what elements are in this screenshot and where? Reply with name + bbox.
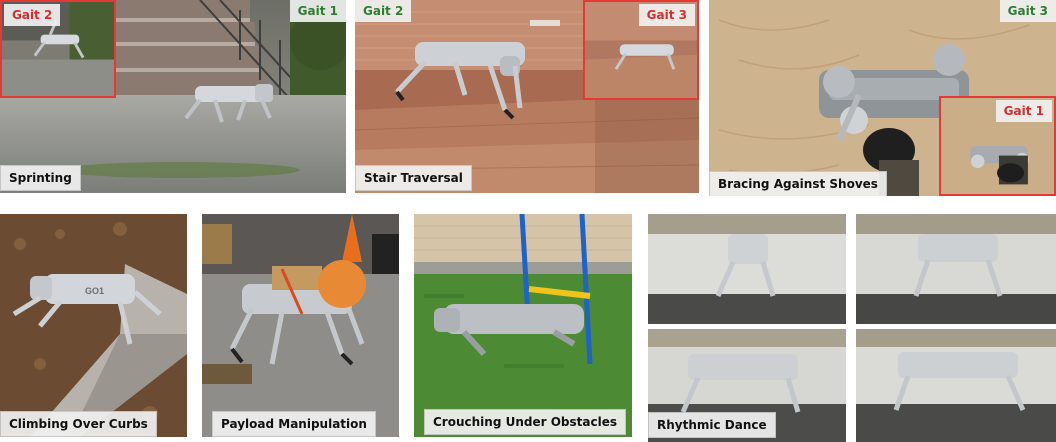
- panel-crouching: Crouching Under Obstacles: [414, 214, 632, 437]
- panel-sprinting: Gait 2 Gait 1 Sprinting: [0, 0, 346, 193]
- caption-crouching: Crouching Under Obstacles: [424, 409, 626, 435]
- yellow-bar: [528, 286, 591, 299]
- gait-label-main: Gait 2: [355, 0, 412, 22]
- stairs-inset: Gait 3: [583, 0, 699, 100]
- curbs-robot: GO1: [12, 274, 162, 345]
- sprinting-photo: [0, 0, 346, 193]
- gait-label-inset: Gait 2: [4, 4, 61, 26]
- stairs-robot: [395, 42, 525, 120]
- orange-ball: [318, 260, 366, 308]
- caption-sprinting: Sprinting: [0, 165, 81, 191]
- gait-label-main: Gait 1: [289, 0, 346, 22]
- bracing-robot: [819, 44, 969, 142]
- robot-brand-text: GO1: [85, 286, 104, 296]
- panel-payload: Payload Manipulation: [202, 214, 399, 437]
- caption-bracing: Bracing Against Shoves: [709, 171, 887, 196]
- panel-bracing: Gait 1 Gait 3 Bracing Against Shoves: [709, 0, 1056, 196]
- panel-dance: Rhythmic Dance: [648, 214, 1056, 442]
- caption-climbing-curbs: Climbing Over Curbs: [0, 411, 157, 437]
- crouching-photo: [414, 214, 632, 437]
- caption-payload: Payload Manipulation: [212, 411, 376, 437]
- blue-pole-right: [579, 214, 593, 365]
- caption-stair-traversal: Stair Traversal: [355, 165, 472, 191]
- panel-stair-traversal: Gait 3 Gait 2 Stair Traversal: [355, 0, 699, 193]
- curbs-photo: GO1: [0, 214, 187, 437]
- gait-label-inset: Gait 3: [638, 4, 695, 26]
- gait-label-main: Gait 3: [999, 0, 1056, 22]
- gait-label-inset: Gait 1: [995, 100, 1052, 122]
- dance-photo-grid: [648, 214, 1056, 442]
- sprinting-inset: Gait 2: [0, 0, 116, 98]
- bracing-inset: Gait 1: [939, 96, 1056, 196]
- sprinting-robot: [184, 84, 273, 123]
- crouching-robot: [434, 304, 584, 357]
- payload-photo: [202, 214, 399, 437]
- panel-climbing-curbs: GO1 Climbing Over Curbs: [0, 214, 187, 437]
- caption-dance: Rhythmic Dance: [648, 412, 776, 438]
